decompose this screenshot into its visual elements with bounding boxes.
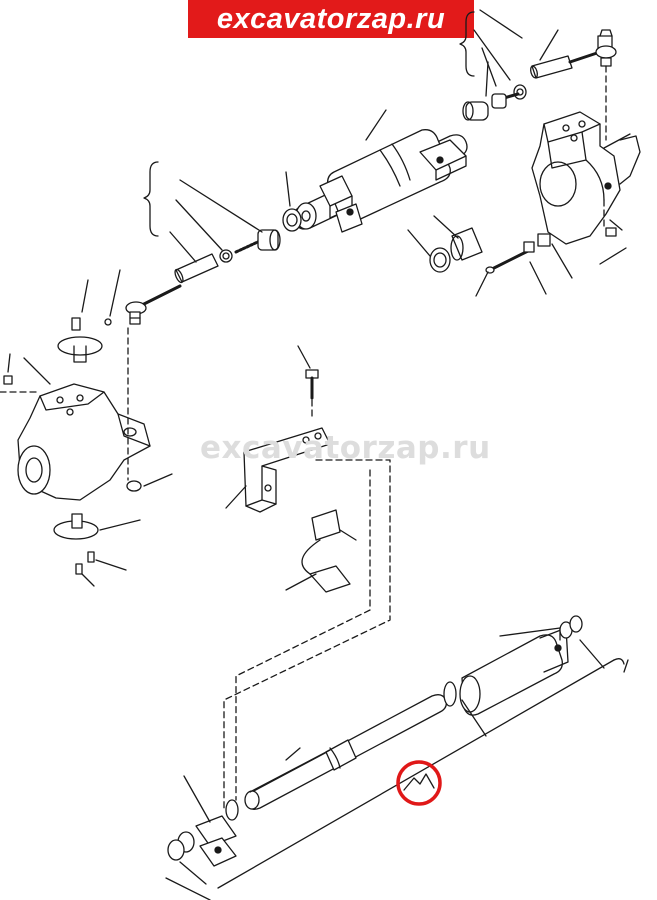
upper-steering-cylinder [293, 109, 468, 233]
right-tie-rod-nut [513, 84, 527, 100]
left-tie-rod-group [125, 161, 302, 325]
left-king-pin-upper [3, 269, 121, 385]
site-banner[interactable]: excavatorzap.ru [188, 0, 474, 38]
position-sensor [285, 509, 357, 593]
right-tie-rod-bolt [491, 92, 520, 109]
cylinder-rod [244, 694, 448, 810]
left-tie-rod-nut [219, 249, 233, 263]
site-banner-text: excavatorzap.ru [216, 2, 446, 35]
left-tie-rod-tube [174, 253, 219, 284]
right-steering-knuckle [531, 111, 641, 265]
highlight-marker [396, 760, 442, 806]
bushing-set [407, 215, 573, 297]
left-washer [282, 208, 302, 232]
cylinder-tube [443, 627, 569, 716]
cylinder-seals [559, 615, 583, 639]
sensor-bracket [225, 345, 331, 513]
watermark-text: excavatorzap.ru [200, 430, 491, 466]
left-tie-rod-bolt [234, 229, 281, 254]
left-king-pin-lower [53, 473, 173, 587]
cylinder-end-bracket [167, 799, 239, 867]
right-tie-rod-tube [530, 55, 573, 79]
assembly-guide-lines [0, 65, 607, 811]
left-steering-knuckle [17, 357, 151, 501]
right-tie-rod-group [459, 9, 617, 121]
right-ball-joint [462, 101, 489, 121]
left-tie-rod-end [125, 284, 182, 325]
lower-steering-cylinder [165, 615, 629, 900]
right-tie-rod-end [568, 29, 617, 67]
